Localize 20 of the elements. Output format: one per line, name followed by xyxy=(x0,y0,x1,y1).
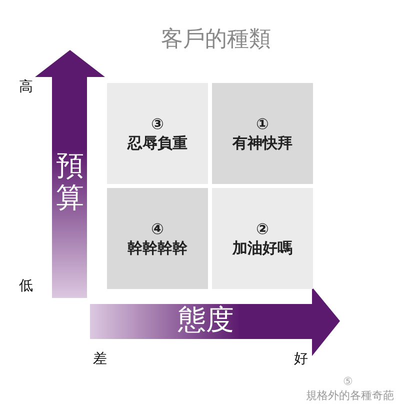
quadrant-label: 加油好嗎 xyxy=(232,238,292,258)
quadrant-box xyxy=(107,188,208,289)
quadrant-number: ④ xyxy=(151,220,164,238)
quadrant-number: ③ xyxy=(151,114,164,134)
title: 客戶的種類 xyxy=(160,28,272,52)
axis-title: 預算 xyxy=(55,150,85,214)
axis-end-label: 差 xyxy=(93,352,107,368)
quadrant-label: 有神快拜 xyxy=(232,134,292,152)
note-text: 規格外的各種奇葩 xyxy=(306,390,394,402)
axis-end-label: 高 xyxy=(19,80,33,96)
quadrant-number: ② xyxy=(256,220,269,238)
quadrant-label: 忍辱負重 xyxy=(128,134,188,152)
quadrant-label: 幹幹幹幹 xyxy=(128,238,188,258)
quadrant-box xyxy=(212,188,313,289)
item-number: ⑤ xyxy=(343,376,353,388)
axis-title: 態度 xyxy=(178,305,234,336)
quadrant-number: ① xyxy=(256,114,269,134)
quadrant-box xyxy=(212,83,313,184)
axis-end-label: 低 xyxy=(19,279,33,294)
axis-end-label: 好 xyxy=(294,352,308,368)
